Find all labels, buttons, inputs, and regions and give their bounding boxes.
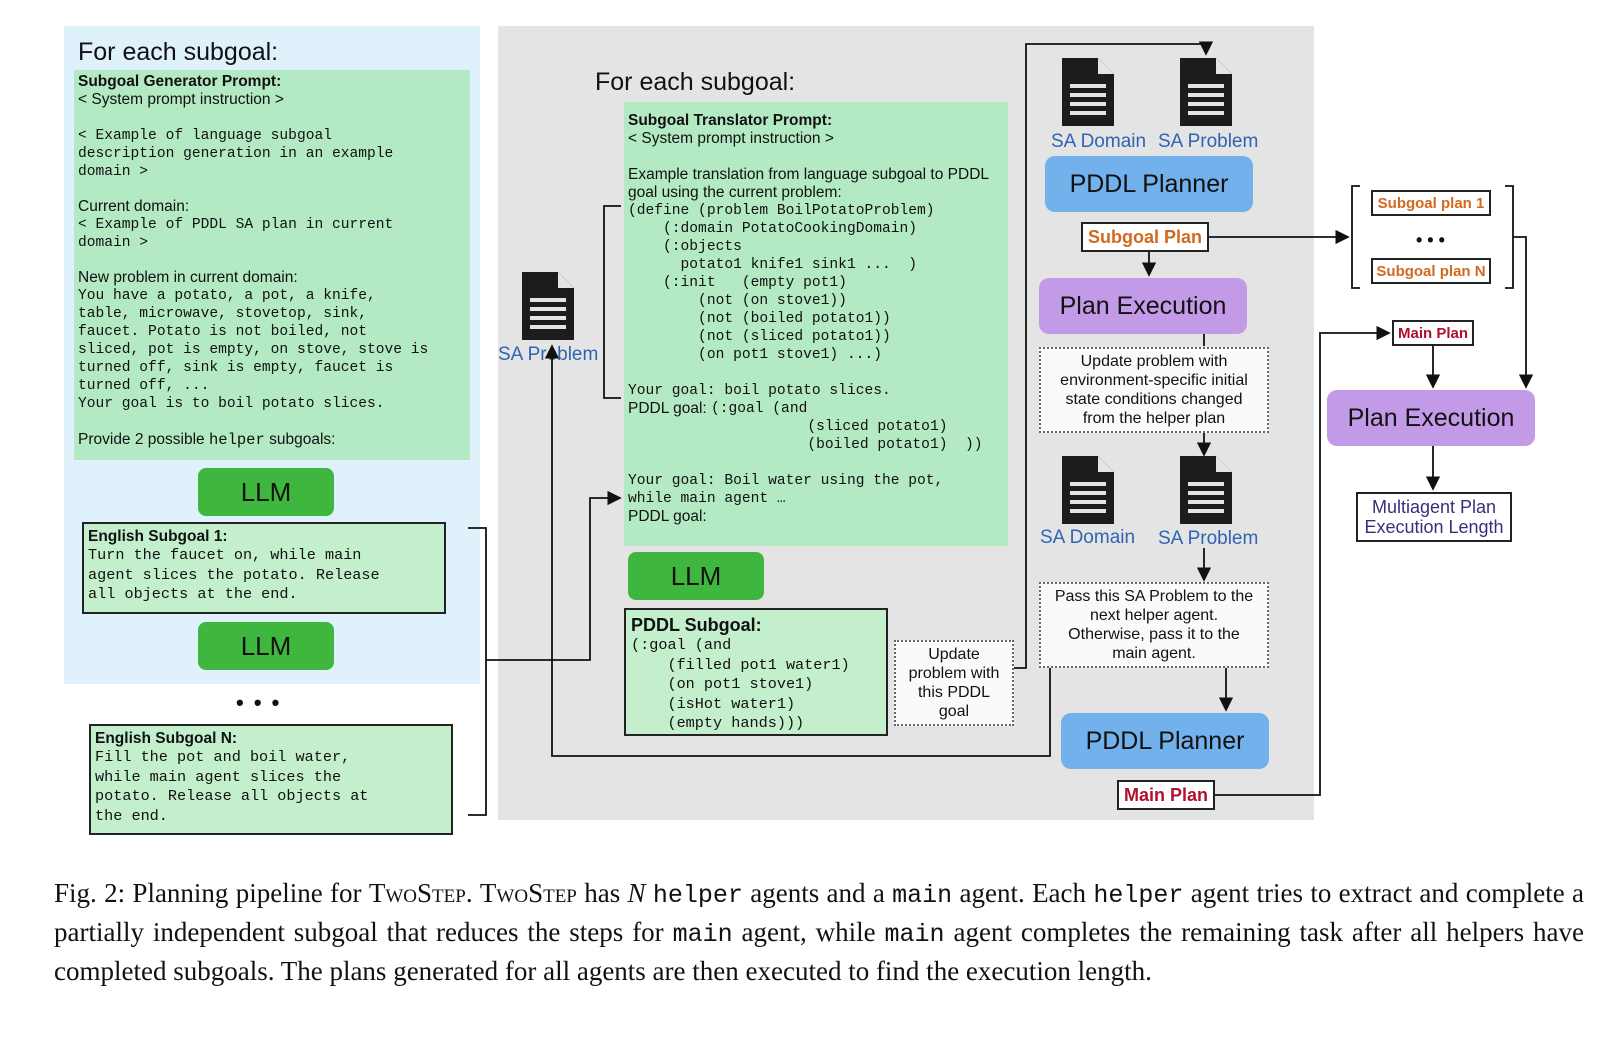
update-problem-note: Update problem with this PDDL goal: [894, 640, 1014, 726]
sa-problem-document-icon: [520, 272, 576, 342]
english-subgoal-1-title: English Subgoal 1:: [88, 528, 228, 545]
subgoal-plan-n-tag: Subgoal plan N: [1371, 258, 1491, 284]
generator-prompt-title: Subgoal Generator Prompt:: [78, 73, 282, 90]
pddl-subgoal-box: PDDL Subgoal: (:goal (and (filled pot1 w…: [624, 608, 888, 736]
english-subgoal-n-text: Fill the pot and boil water, while main …: [95, 748, 369, 825]
sa-problem-document-icon-1: [1178, 58, 1234, 128]
main-plan-small-tag: Main Plan: [1392, 320, 1474, 346]
pass-problem-note: Pass this SA Problem to the next helper …: [1039, 582, 1269, 668]
pddl-subgoal-title: PDDL Subgoal:: [631, 615, 762, 635]
sa-domain-label-2: SA Domain: [1040, 527, 1136, 548]
english-subgoal-n: English Subgoal N: Fill the pot and boil…: [89, 724, 453, 835]
sa-domain-label-1: SA Domain: [1051, 131, 1147, 152]
sa-domain-document-icon-1: [1060, 58, 1116, 128]
more-subgoals-ellipsis: • • •: [236, 690, 282, 715]
generator-system-instruction: < System prompt instruction >: [78, 91, 284, 108]
figure-caption: Fig. 2: Planning pipeline for TwoStep. T…: [54, 878, 1585, 986]
provide-subgoals-line: Provide 2 possible helper subgoals:: [78, 431, 336, 449]
subgoal-plan-1-tag: Subgoal plan 1: [1371, 190, 1491, 216]
multiagent-execution-length: Multiagent Plan Execution Length: [1356, 492, 1512, 542]
example-goal-text: Your goal: boil potato slices.: [628, 383, 891, 399]
english-subgoal-n-title: English Subgoal N:: [95, 730, 238, 747]
translator-prompt-title: Subgoal Translator Prompt:: [628, 112, 833, 129]
generator-example: < Example of language subgoal descriptio…: [78, 128, 394, 180]
llm-block-2: LLM: [198, 622, 334, 670]
pddl-planner-helper: PDDL Planner: [1045, 156, 1253, 212]
current-goal-text: Your goal: Boil water using the pot, whi…: [628, 473, 944, 507]
subgoal-plans-ellipsis: • • •: [1416, 230, 1445, 250]
llm-block-1: LLM: [198, 468, 334, 516]
current-domain-label: Current domain:: [78, 198, 190, 215]
middle-heading: For each subgoal:: [595, 68, 796, 96]
current-pddl-goal-label: PDDL goal:: [628, 508, 707, 525]
subgoal-translator-prompt: Subgoal Translator Prompt: < System prom…: [624, 102, 1008, 546]
english-subgoal-1-text: Turn the faucet on, while main agent sli…: [88, 546, 380, 603]
translator-system-instruction: < System prompt instruction >: [628, 130, 834, 147]
left-heading: For each subgoal:: [78, 38, 279, 66]
pddl-problem-definition: (define (problem BoilPotatoProblem) (:do…: [628, 203, 935, 363]
sa-domain-document-icon-2: [1060, 456, 1116, 526]
english-subgoal-1: English Subgoal 1: Turn the faucet on, w…: [82, 522, 446, 614]
update-environment-note: Update problem with environment-specific…: [1039, 347, 1269, 433]
main-plan-tag: Main Plan: [1117, 780, 1215, 810]
sa-problem-label-1: SA Problem: [1158, 131, 1259, 152]
subgoal-generator-prompt: Subgoal Generator Prompt: < System promp…: [74, 70, 470, 460]
current-domain-example: < Example of PDDL SA plan in current dom…: [78, 217, 394, 251]
sa-problem-label-2: SA Problem: [1158, 528, 1259, 549]
new-problem-label: New problem in current domain:: [78, 269, 298, 286]
llm-block-translator: LLM: [628, 552, 764, 600]
plan-execution-helper: Plan Execution: [1039, 278, 1247, 334]
pddl-planner-main: PDDL Planner: [1061, 713, 1269, 769]
translation-example-intro: Example translation from language subgoa…: [628, 166, 990, 201]
new-problem-text: You have a potato, a pot, a knife, table…: [78, 288, 429, 412]
plan-execution-multiagent: Plan Execution: [1327, 390, 1535, 446]
subgoal-plan-tag: Subgoal Plan: [1081, 222, 1209, 252]
sa-problem-document-icon-2: [1178, 456, 1234, 526]
pddl-subgoal-code: (:goal (and (filled pot1 water1) (on pot…: [631, 636, 850, 732]
example-pddl-goal: PDDL goal: (:goal (and (sliced potato1) …: [628, 400, 983, 453]
